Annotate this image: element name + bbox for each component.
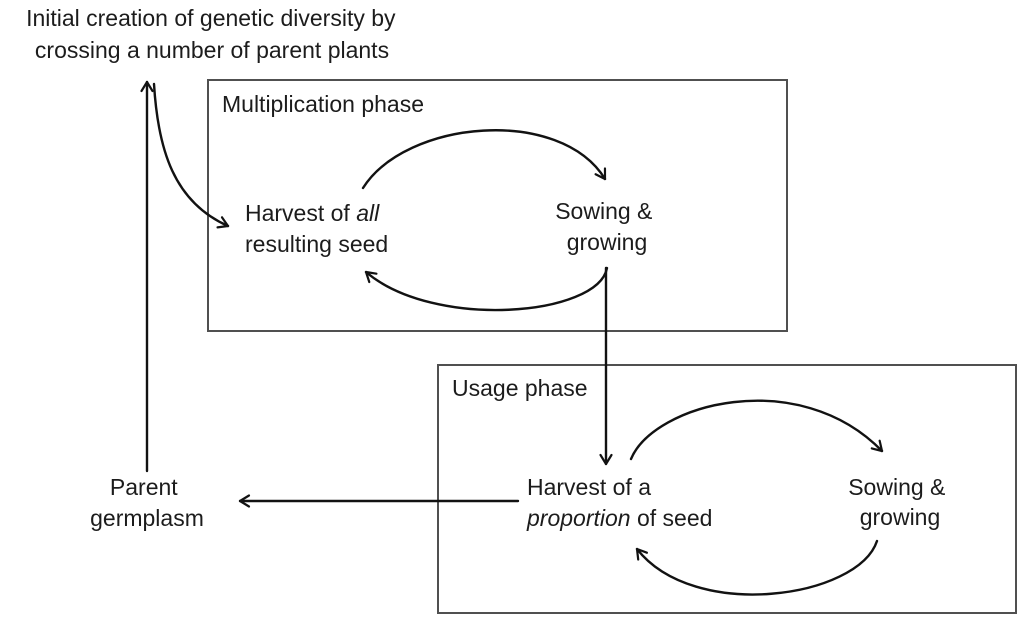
usage-phase-title: Usage phase <box>452 375 588 401</box>
mult-sowing-node-label: Sowing & growing <box>555 198 659 255</box>
arrow-mult-harvest-to-sowing <box>361 129 607 190</box>
multiplication-phase-box <box>207 79 788 332</box>
usage-sowing-node-label: Sowing & growing <box>848 474 952 530</box>
arrow-mult-sowing-to-harvest <box>364 266 609 312</box>
arrow-initial-creation-to-harvest-all <box>152 82 230 229</box>
arrow-usage-sowing-to-harvest <box>635 539 879 596</box>
arrow-usage-harvest-to-sowing <box>629 399 884 461</box>
usage-harvest-node-label: Harvest of a proportion of seed <box>526 474 712 531</box>
multiplication-phase-title: Multiplication phase <box>222 91 424 117</box>
usage-phase-box <box>437 364 1017 614</box>
initial-creation-label: Initial creation of genetic diversity by… <box>26 5 402 63</box>
parent-germplasm-label: Parent germplasm <box>90 474 204 531</box>
mult-harvest-node-label: Harvest of all resulting seed <box>245 200 388 257</box>
